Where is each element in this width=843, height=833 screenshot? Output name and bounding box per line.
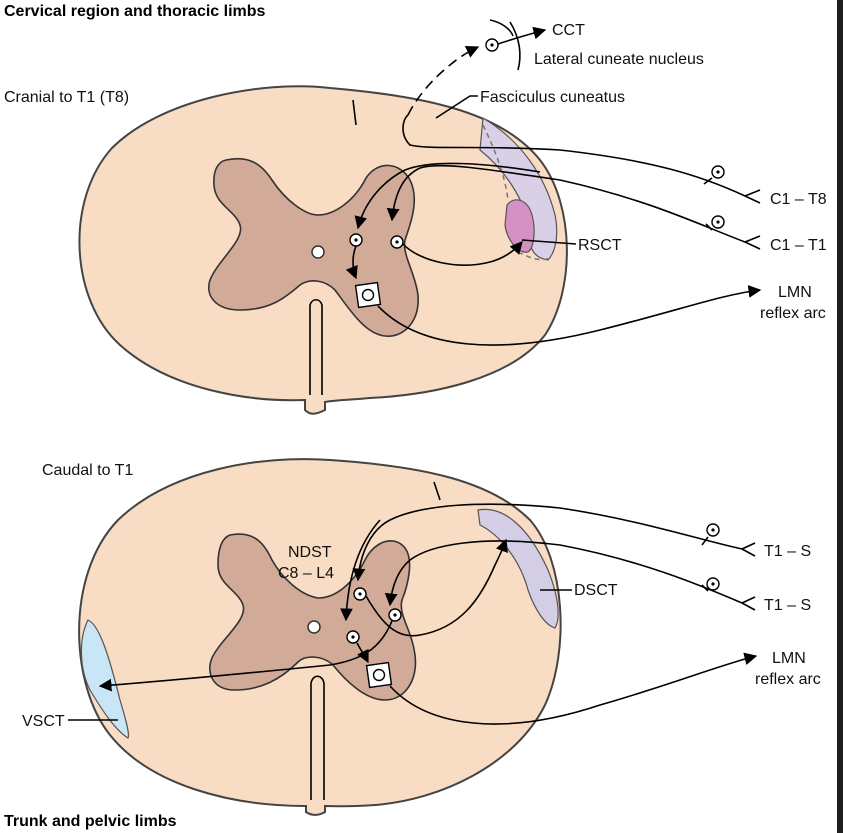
top-nucleus-arc-1 — [489, 19, 514, 37]
label-lateral-cuneate-nucleus: Lateral cuneate nucleus — [534, 51, 704, 68]
label-root-t1-s-1: T1 – S — [764, 543, 811, 560]
top-heading: Cervical region and thoracic limbs — [4, 3, 266, 20]
top-ganglion-stalk-2 — [705, 223, 713, 231]
label-vsct: VSCT — [22, 713, 65, 730]
bottom-heading: Trunk and pelvic limbs — [4, 813, 177, 830]
top-root-fork-2 — [744, 235, 761, 250]
top-rsct-arrow — [402, 241, 523, 266]
bottom-root-fiber-1 — [352, 503, 743, 582]
bottom-ganglion-stalk-1 — [701, 536, 709, 546]
top-ventral-fissure — [309, 298, 323, 395]
label-root-c1-t8: C1 – T8 — [770, 191, 827, 208]
label-bottom-reflex-arc: reflex arc — [755, 671, 821, 688]
top-root-fork-1 — [744, 189, 761, 204]
top-nucleus-arc-2 — [509, 21, 521, 71]
top-tract-dashed-border — [482, 124, 509, 201]
label-bottom-lmn: LMN — [772, 650, 806, 667]
top-lmn-efferent — [377, 285, 762, 346]
leader-rsct — [521, 239, 577, 245]
label-rsct: RSCT — [578, 237, 622, 254]
label-fasciculus-cuneatus: Fasciculus cuneatus — [480, 89, 625, 106]
label-top-reflex-arc: reflex arc — [760, 305, 826, 322]
label-root-t1-s-2: T1 – S — [764, 597, 811, 614]
top-interneuron-arrow — [345, 245, 358, 280]
top-root-fiber-1 — [402, 114, 746, 197]
top-root-fiber-2 — [386, 164, 746, 243]
leader-fasciculus-cuneatus — [435, 95, 478, 119]
bottom-dsct-tract — [477, 508, 559, 629]
top-ganglion-stalk-1 — [703, 177, 713, 185]
bottom-level-label: Caudal to T1 — [42, 462, 133, 479]
top-cct-arrow — [497, 26, 547, 45]
bottom-root-fork-2 — [741, 596, 756, 611]
top-dashed-projection — [407, 46, 480, 116]
label-top-lmn: LMN — [778, 284, 812, 301]
top-collateral-fiber — [354, 162, 541, 230]
bottom-ventral-fissure — [310, 675, 325, 800]
top-level-label: Cranial to T1 (T8) — [4, 89, 129, 106]
bottom-central-canal — [307, 620, 321, 634]
bottom-lmn-efferent — [389, 652, 758, 725]
label-ndst-range: C8 – L4 — [278, 565, 334, 582]
top-central-canal — [311, 245, 325, 259]
label-ndst: NDST — [288, 544, 332, 561]
top-lateral-tract — [479, 116, 558, 261]
bottom-ganglion-stalk-2 — [701, 584, 709, 592]
bottom-dorsal-notch — [433, 481, 441, 501]
label-dsct: DSCT — [574, 582, 618, 599]
label-root-c1-t1: C1 – T1 — [770, 237, 827, 254]
bottom-vsct-arrow — [98, 620, 393, 692]
label-cct: CCT — [552, 22, 585, 39]
bottom-collateral-fiber — [340, 519, 381, 622]
bottom-root-fork-1 — [741, 542, 756, 557]
top-dorsal-notch — [352, 99, 357, 126]
